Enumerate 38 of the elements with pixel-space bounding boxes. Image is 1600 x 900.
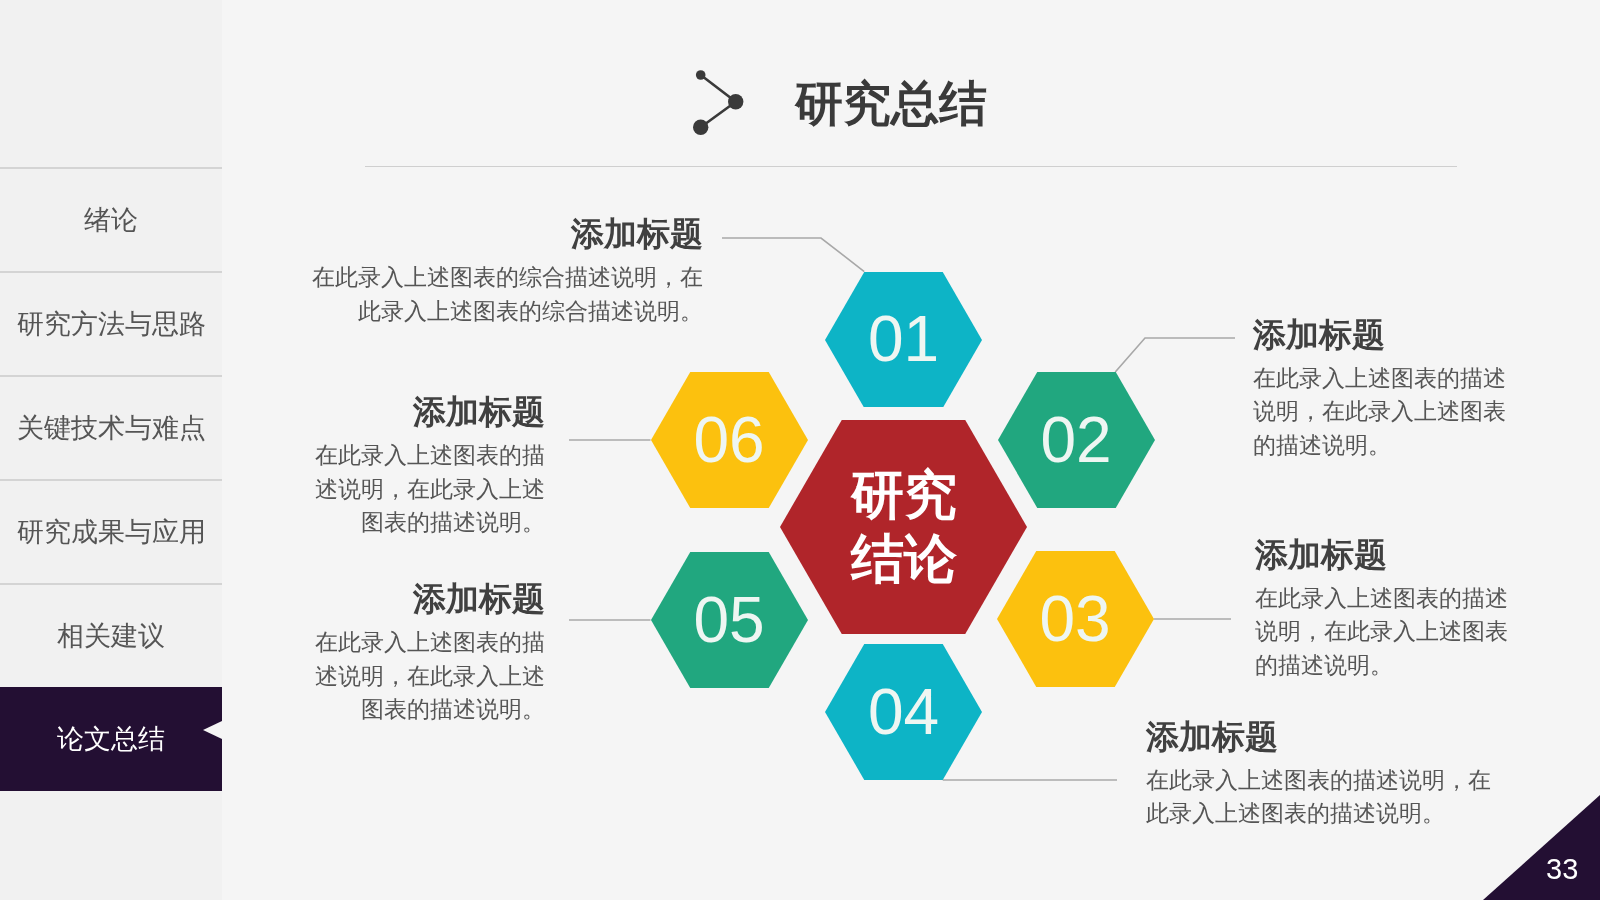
number-hexagon	[825, 644, 982, 780]
leader-line	[1152, 618, 1232, 620]
nav-item: 绪论	[0, 167, 222, 271]
block-heading: 添加标题	[1146, 717, 1278, 756]
description-text: 在此录入上述图表的综合描述说明，在此录入上述图表的综合描述说明。	[311, 263, 703, 326]
description-text: 在此录入上述图表的描述说明，在此录入上述图表的描述说明。	[1253, 363, 1507, 460]
leader-line	[568, 619, 652, 621]
description-text: 在此录入上述图表的描述说明，在此录入上述图表的描述说明。	[1146, 765, 1492, 828]
leader-line	[1114, 337, 1236, 373]
hexagon-number: 03	[1039, 584, 1111, 654]
hexagon-number: 01	[867, 304, 940, 375]
description-text: 在此录入上述图表的描述说明，在此录入上述图表的描述说明。	[1255, 583, 1509, 680]
description-text: 在此录入上述图表的描述说明，在此录入上述图表的描述说明。	[314, 628, 545, 724]
leader-line	[941, 779, 1118, 781]
leader-line	[568, 439, 652, 441]
hexagon-number: 02	[1040, 405, 1112, 475]
nav-item: 论文总结	[0, 687, 222, 791]
number-hexagon	[997, 372, 1155, 508]
nav-item: 关键技术与难点	[0, 375, 222, 479]
block-heading: 添加标题	[413, 580, 545, 618]
hexagon-number: 05	[693, 585, 765, 655]
block-heading: 添加标题	[413, 393, 545, 431]
number-hexagon	[650, 372, 808, 508]
leader-line	[721, 237, 866, 273]
number-hexagon	[650, 552, 808, 688]
nav-item: 研究方法与思路	[0, 271, 222, 375]
hexagon-number: 04	[867, 677, 940, 747]
block-heading: 添加标题	[1253, 315, 1385, 354]
number-hexagon	[996, 551, 1154, 687]
description-text: 在此录入上述图表的描述说明，在此录入上述图表的描述说明。	[314, 441, 545, 537]
slide-title: 研究总结	[795, 74, 987, 133]
number-hexagon	[825, 271, 982, 408]
block-heading: 添加标题	[1255, 535, 1387, 574]
page-number: 33	[1546, 852, 1579, 886]
center-title: 研究结论	[849, 463, 958, 591]
hexagon-number: 06	[693, 405, 765, 475]
nav-item: 研究成果与应用	[0, 479, 222, 583]
block-heading: 添加标题	[571, 215, 703, 253]
